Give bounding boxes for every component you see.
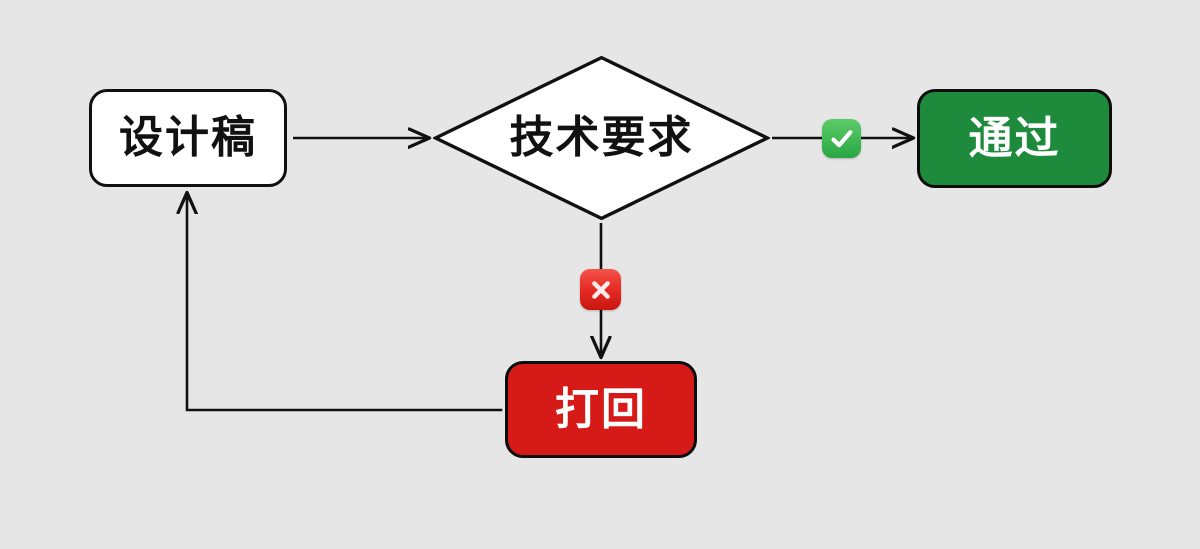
check-mark-button-icon xyxy=(822,119,861,158)
edge-reject-to-draft xyxy=(187,194,503,412)
node-pass[interactable]: 通过 xyxy=(917,89,1112,188)
node-reject-label: 打回 xyxy=(555,384,647,434)
node-reject[interactable]: 打回 xyxy=(505,361,697,458)
node-pass-label: 通过 xyxy=(968,113,1061,163)
node-tech-requirement-label: 技术要求 xyxy=(509,113,694,162)
node-tech-requirement[interactable]: 技术要求 xyxy=(433,55,770,221)
cross-mark-button-icon xyxy=(580,269,621,310)
node-design-draft[interactable]: 设计稿 xyxy=(89,89,287,187)
diamond-shape xyxy=(433,55,770,221)
node-design-draft-label: 设计稿 xyxy=(119,113,257,162)
